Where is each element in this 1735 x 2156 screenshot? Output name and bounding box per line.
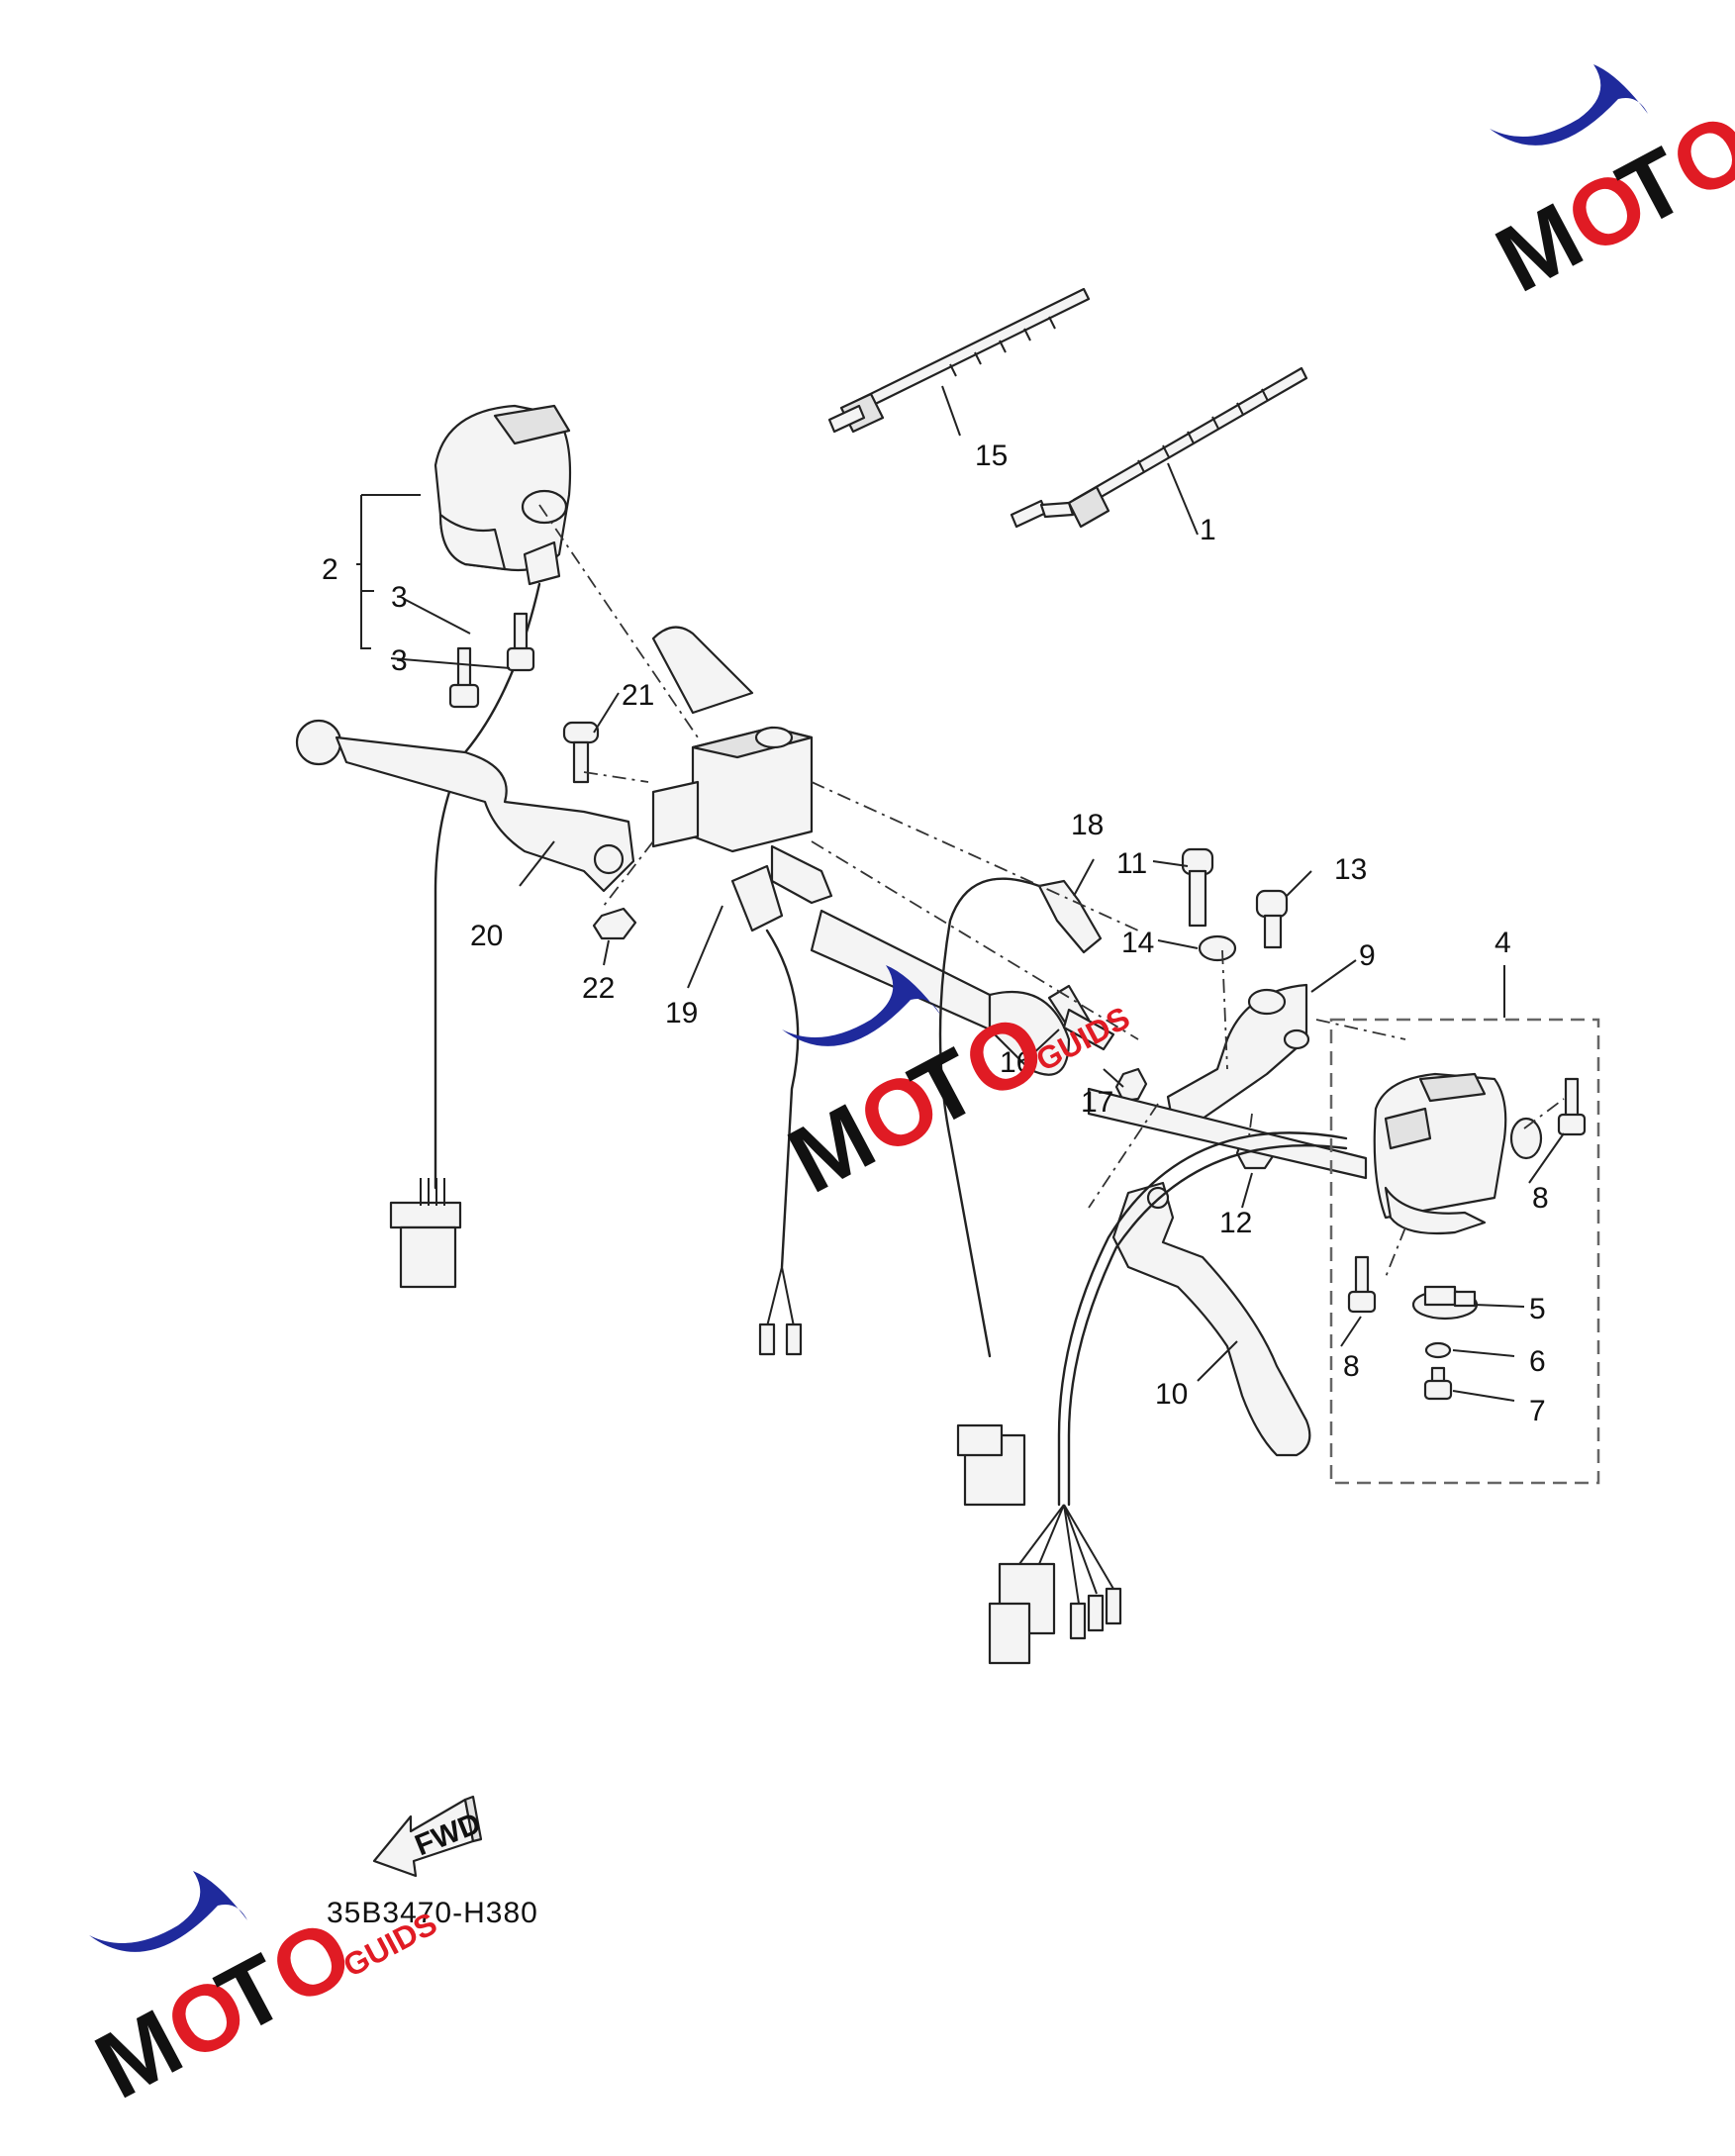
callout-15: 15 — [975, 440, 1008, 472]
left-switch-wire — [434, 582, 541, 1190]
callout-21: 21 — [622, 679, 654, 712]
handlebar — [651, 626, 754, 715]
moto-guids-logo-top-right: M O T O GUIDS — [1481, 64, 1735, 313]
bolt-11 — [1181, 847, 1214, 928]
lever-holder-9 — [1166, 983, 1310, 1126]
fwd-arrow-icon: FWD — [372, 1795, 485, 1878]
main-harness-wire-2 — [1067, 1144, 1348, 1507]
leader-lines — [356, 385, 1565, 1402]
cable-tie-15 — [827, 287, 1091, 434]
brake-switch-terminals — [758, 1266, 803, 1356]
starter-cable-5 — [1411, 1285, 1479, 1321]
callout-12: 12 — [1219, 1207, 1252, 1239]
callout-4: 4 — [1494, 927, 1511, 959]
callout-11: 11 — [1116, 847, 1147, 880]
callout-6: 6 — [1529, 1345, 1546, 1378]
screw-8b — [1347, 1255, 1377, 1314]
washer-6 — [1424, 1341, 1452, 1359]
nut-17 — [1114, 1067, 1148, 1103]
assembly-lines — [538, 504, 1565, 1278]
callout-13: 13 — [1334, 853, 1367, 886]
brake-lever-10 — [1111, 1181, 1311, 1457]
main-harness-connector — [988, 1504, 1122, 1665]
callout-14: 14 — [1121, 927, 1154, 959]
callout-7: 7 — [1529, 1395, 1546, 1427]
clutch-switch-18 — [1037, 879, 1103, 954]
right-handlebar-tube — [1087, 1087, 1368, 1180]
callout-1: 1 — [1200, 514, 1216, 546]
nut-22 — [592, 907, 637, 940]
callout-10: 10 — [1155, 1378, 1188, 1411]
callout-20: 20 — [470, 920, 503, 952]
callout-8a: 8 — [1532, 1182, 1549, 1215]
bolt-16 — [1047, 984, 1115, 1051]
callout-3b: 3 — [391, 644, 408, 677]
callout-17: 17 — [1081, 1086, 1113, 1119]
callout-8b: 8 — [1343, 1350, 1360, 1383]
left-handlebar-switch — [434, 404, 572, 586]
bolt-13 — [1255, 889, 1289, 949]
right-switch-assembly-box — [1329, 1018, 1600, 1485]
main-harness-wire — [1057, 1131, 1348, 1507]
callout-5: 5 — [1529, 1293, 1546, 1325]
brake-switch-19 — [730, 864, 784, 932]
callout-3a: 3 — [391, 581, 408, 614]
clutch-lever-20 — [295, 719, 635, 893]
screw-7 — [1423, 1366, 1453, 1401]
callout-18: 18 — [1071, 809, 1104, 841]
callout-2: 2 — [322, 553, 338, 586]
right-handlebar-switch — [1373, 1072, 1543, 1235]
callout-16: 16 — [1000, 1046, 1032, 1079]
handlebar-hose — [988, 990, 1071, 1076]
screw-8a — [1557, 1077, 1587, 1136]
callout-22: 22 — [582, 972, 615, 1005]
clutch-switch-wire — [938, 877, 1041, 1358]
clutch-switch-connector — [956, 1423, 1026, 1507]
washer-14 — [1198, 934, 1237, 962]
master-cylinder — [651, 726, 833, 905]
cable-tie-1 — [1010, 366, 1308, 529]
callout-9: 9 — [1359, 939, 1376, 972]
brake-switch-wire — [765, 929, 800, 1269]
handlebar-tube — [810, 909, 992, 1031]
screw-3a — [506, 612, 535, 672]
left-switch-connector — [389, 1178, 462, 1289]
callout-19: 19 — [665, 997, 698, 1029]
callout-labels: 15 1 2 3 3 21 20 22 19 18 11 13 14 4 9 1… — [322, 440, 1549, 1427]
screw-3b — [448, 646, 480, 709]
diagram-code: 35B3470-H380 — [327, 1897, 538, 1929]
